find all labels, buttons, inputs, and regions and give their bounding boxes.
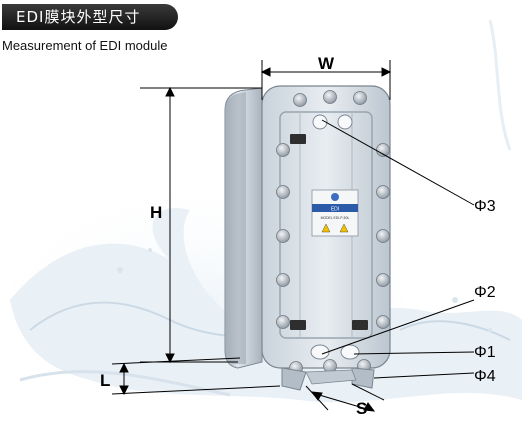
bolt-head bbox=[323, 90, 337, 104]
bolt-head bbox=[276, 273, 290, 287]
dimension-lines bbox=[111, 60, 475, 412]
dimension-label-h: H bbox=[150, 203, 162, 222]
edi-module: EDI MODEL EDI-P-50L bbox=[224, 85, 391, 391]
bolt-head bbox=[293, 93, 307, 107]
callout-phi4: Φ4 bbox=[474, 368, 496, 385]
page-title: EDI膜块外型尺寸 bbox=[2, 4, 178, 30]
bolt-head bbox=[276, 185, 290, 199]
warning-icon bbox=[321, 223, 331, 233]
callout-phi1: Φ1 bbox=[474, 344, 496, 361]
nameplate: EDI MODEL EDI-P-50L bbox=[311, 189, 359, 237]
bolt-head bbox=[376, 315, 390, 329]
bolt-head bbox=[376, 185, 390, 199]
bolt-head bbox=[353, 91, 367, 105]
callout-phi3: Φ3 bbox=[474, 198, 496, 215]
page-subtitle: Measurement of EDI module bbox=[2, 38, 168, 53]
port-top-right bbox=[337, 114, 353, 130]
port-phi3 bbox=[312, 114, 328, 130]
bolt-head bbox=[276, 143, 290, 157]
callout-phi2: Φ2 bbox=[474, 284, 496, 301]
bolt-head bbox=[276, 315, 290, 329]
nameplate-brand: EDI bbox=[331, 207, 339, 213]
bolt-head bbox=[376, 229, 390, 243]
dimension-label-l: L bbox=[100, 371, 110, 390]
dimension-label-s: S bbox=[356, 399, 367, 418]
bolt-head bbox=[376, 273, 390, 287]
dimension-label-w: W bbox=[318, 54, 335, 73]
bolt-group bbox=[276, 90, 390, 375]
warning-icon bbox=[339, 223, 349, 233]
bolt-head bbox=[276, 229, 290, 243]
module-leg-left bbox=[281, 367, 307, 391]
port-phi1 bbox=[340, 344, 360, 360]
nameplate-model: MODEL EDI-P-50L bbox=[321, 216, 350, 220]
